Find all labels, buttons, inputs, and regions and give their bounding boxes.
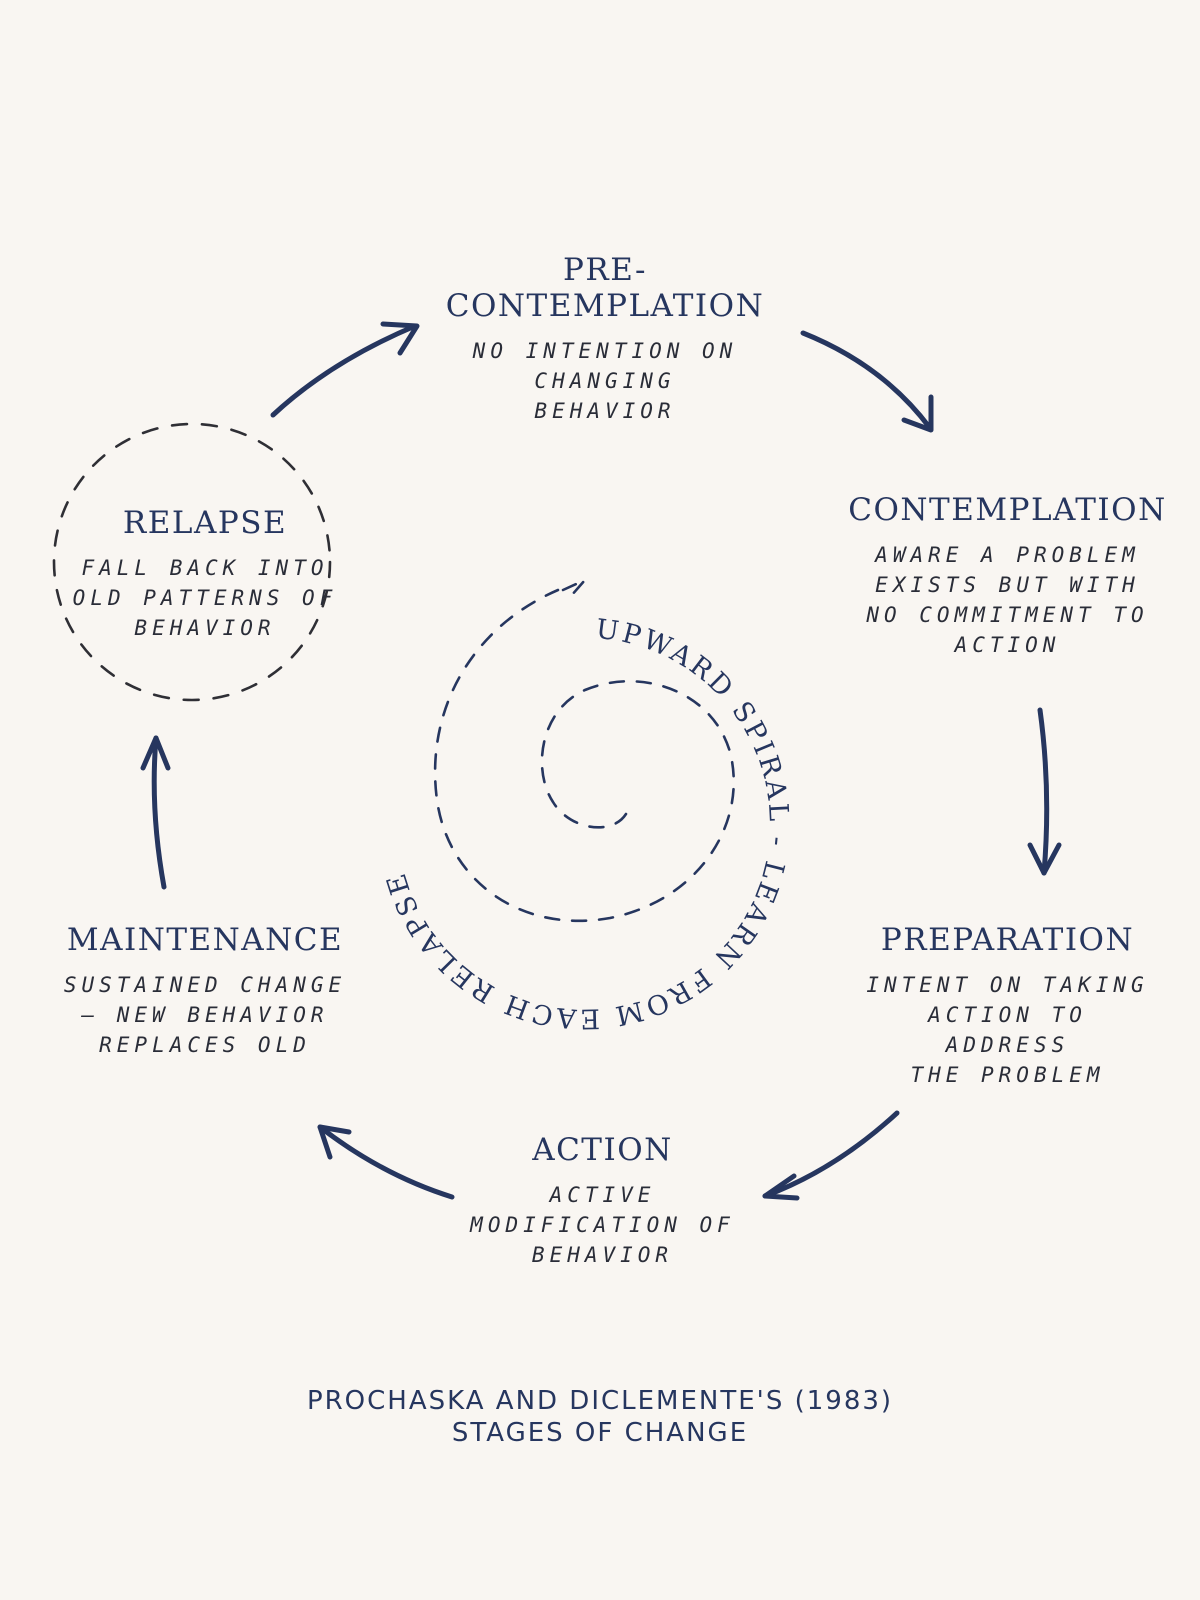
diagram-caption: PROCHASKA AND DICLEMENTE'S (1983) STAGES… bbox=[200, 1385, 1000, 1449]
stage-title-precontemplation: PRE- CONTEMPLATION bbox=[400, 252, 810, 324]
title-line: ACTION bbox=[532, 1132, 673, 1168]
desc-line: REPLACES OLD bbox=[99, 1033, 311, 1057]
desc-line: ACTIVE bbox=[549, 1183, 656, 1207]
stage-desc-action: ACTIVE MODIFICATION OF BEHAVIOR bbox=[455, 1180, 750, 1270]
title-line: RELAPSE bbox=[122, 505, 288, 541]
arrow-preparation-to-action bbox=[762, 1110, 900, 1201]
caption-line: STAGES OF CHANGE bbox=[451, 1418, 749, 1448]
desc-line: CHANGING bbox=[534, 369, 676, 393]
desc-line: FALL BACK INTO bbox=[81, 556, 329, 580]
arrow-precontemplation-to-contemplation bbox=[800, 330, 934, 433]
title-line: CONTEMPLATION bbox=[848, 492, 1167, 528]
desc-line: ACTION bbox=[954, 633, 1061, 657]
title-line: PREPARATION bbox=[880, 922, 1135, 958]
stage-maintenance: MAINTENANCE SUSTAINED CHANGE – NEW BEHAV… bbox=[50, 922, 360, 1060]
stage-precontemplation: PRE- CONTEMPLATION NO INTENTION ON CHANG… bbox=[400, 252, 810, 426]
title-line: MAINTENANCE bbox=[66, 922, 344, 958]
stage-title-preparation: PREPARATION bbox=[860, 922, 1155, 958]
desc-line: INTENT ON TAKING bbox=[866, 973, 1149, 997]
stage-desc-contemplation: AWARE A PROBLEM EXISTS BUT WITH NO COMMI… bbox=[835, 540, 1180, 660]
desc-line: NO INTENTION ON bbox=[472, 339, 738, 363]
stage-title-contemplation: CONTEMPLATION bbox=[835, 492, 1180, 528]
desc-line: SUSTAINED CHANGE bbox=[63, 973, 347, 997]
caption-line: PROCHASKA AND DICLEMENTE'S (1983) bbox=[306, 1386, 894, 1416]
arrow-maintenance-to-relapse bbox=[140, 735, 171, 890]
stage-desc-maintenance: SUSTAINED CHANGE – NEW BEHAVIOR REPLACES… bbox=[50, 970, 360, 1060]
stage-desc-relapse: FALL BACK INTO OLD PATTERNS OF BEHAVIOR bbox=[55, 553, 355, 643]
desc-line: BEHAVIOR bbox=[134, 616, 276, 640]
desc-line: OLD PATTERNS OF bbox=[72, 586, 338, 610]
arrow-contemplation-to-preparation bbox=[1027, 707, 1062, 876]
relapse-dashed-circle bbox=[52, 422, 332, 702]
desc-line: MODIFICATION OF bbox=[470, 1213, 735, 1237]
desc-line: THE PROBLEM bbox=[910, 1063, 1105, 1087]
arrow-relapse-to-precontemplation bbox=[270, 321, 420, 418]
stage-title-action: ACTION bbox=[455, 1132, 750, 1168]
stage-contemplation: CONTEMPLATION AWARE A PROBLEM EXISTS BUT… bbox=[835, 492, 1180, 660]
stage-relapse: RELAPSE FALL BACK INTO OLD PATTERNS OF B… bbox=[55, 505, 355, 643]
desc-line: – NEW BEHAVIOR bbox=[81, 1003, 329, 1027]
stage-preparation: PREPARATION INTENT ON TAKING ACTION TO A… bbox=[860, 922, 1155, 1090]
arrow-action-to-maintenance bbox=[317, 1124, 455, 1200]
desc-line: AWARE A PROBLEM bbox=[875, 543, 1140, 567]
stage-desc-precontemplation: NO INTENTION ON CHANGING BEHAVIOR bbox=[400, 336, 810, 426]
desc-line: EXISTS BUT WITH bbox=[875, 573, 1140, 597]
title-line: PRE- bbox=[563, 252, 647, 288]
stage-desc-preparation: INTENT ON TAKING ACTION TO ADDRESS THE P… bbox=[860, 970, 1155, 1090]
desc-line: BEHAVIOR bbox=[531, 1243, 674, 1267]
stage-title-maintenance: MAINTENANCE bbox=[50, 922, 360, 958]
desc-line: BEHAVIOR bbox=[534, 399, 676, 423]
desc-line: ACTION TO ADDRESS bbox=[928, 1003, 1087, 1057]
desc-line: NO COMMITMENT TO bbox=[866, 603, 1149, 627]
stage-action: ACTION ACTIVE MODIFICATION OF BEHAVIOR bbox=[455, 1132, 750, 1270]
upward-spiral bbox=[433, 578, 736, 923]
spiral-label-path: UPWARD SPIRAL - LEARN FROM EACH RELAPSE bbox=[380, 614, 791, 1034]
title-line: CONTEMPLATION bbox=[445, 288, 765, 324]
stage-title-relapse: RELAPSE bbox=[55, 505, 355, 541]
spiral-label: UPWARD SPIRAL - LEARN FROM EACH RELAPSE bbox=[380, 614, 794, 1034]
